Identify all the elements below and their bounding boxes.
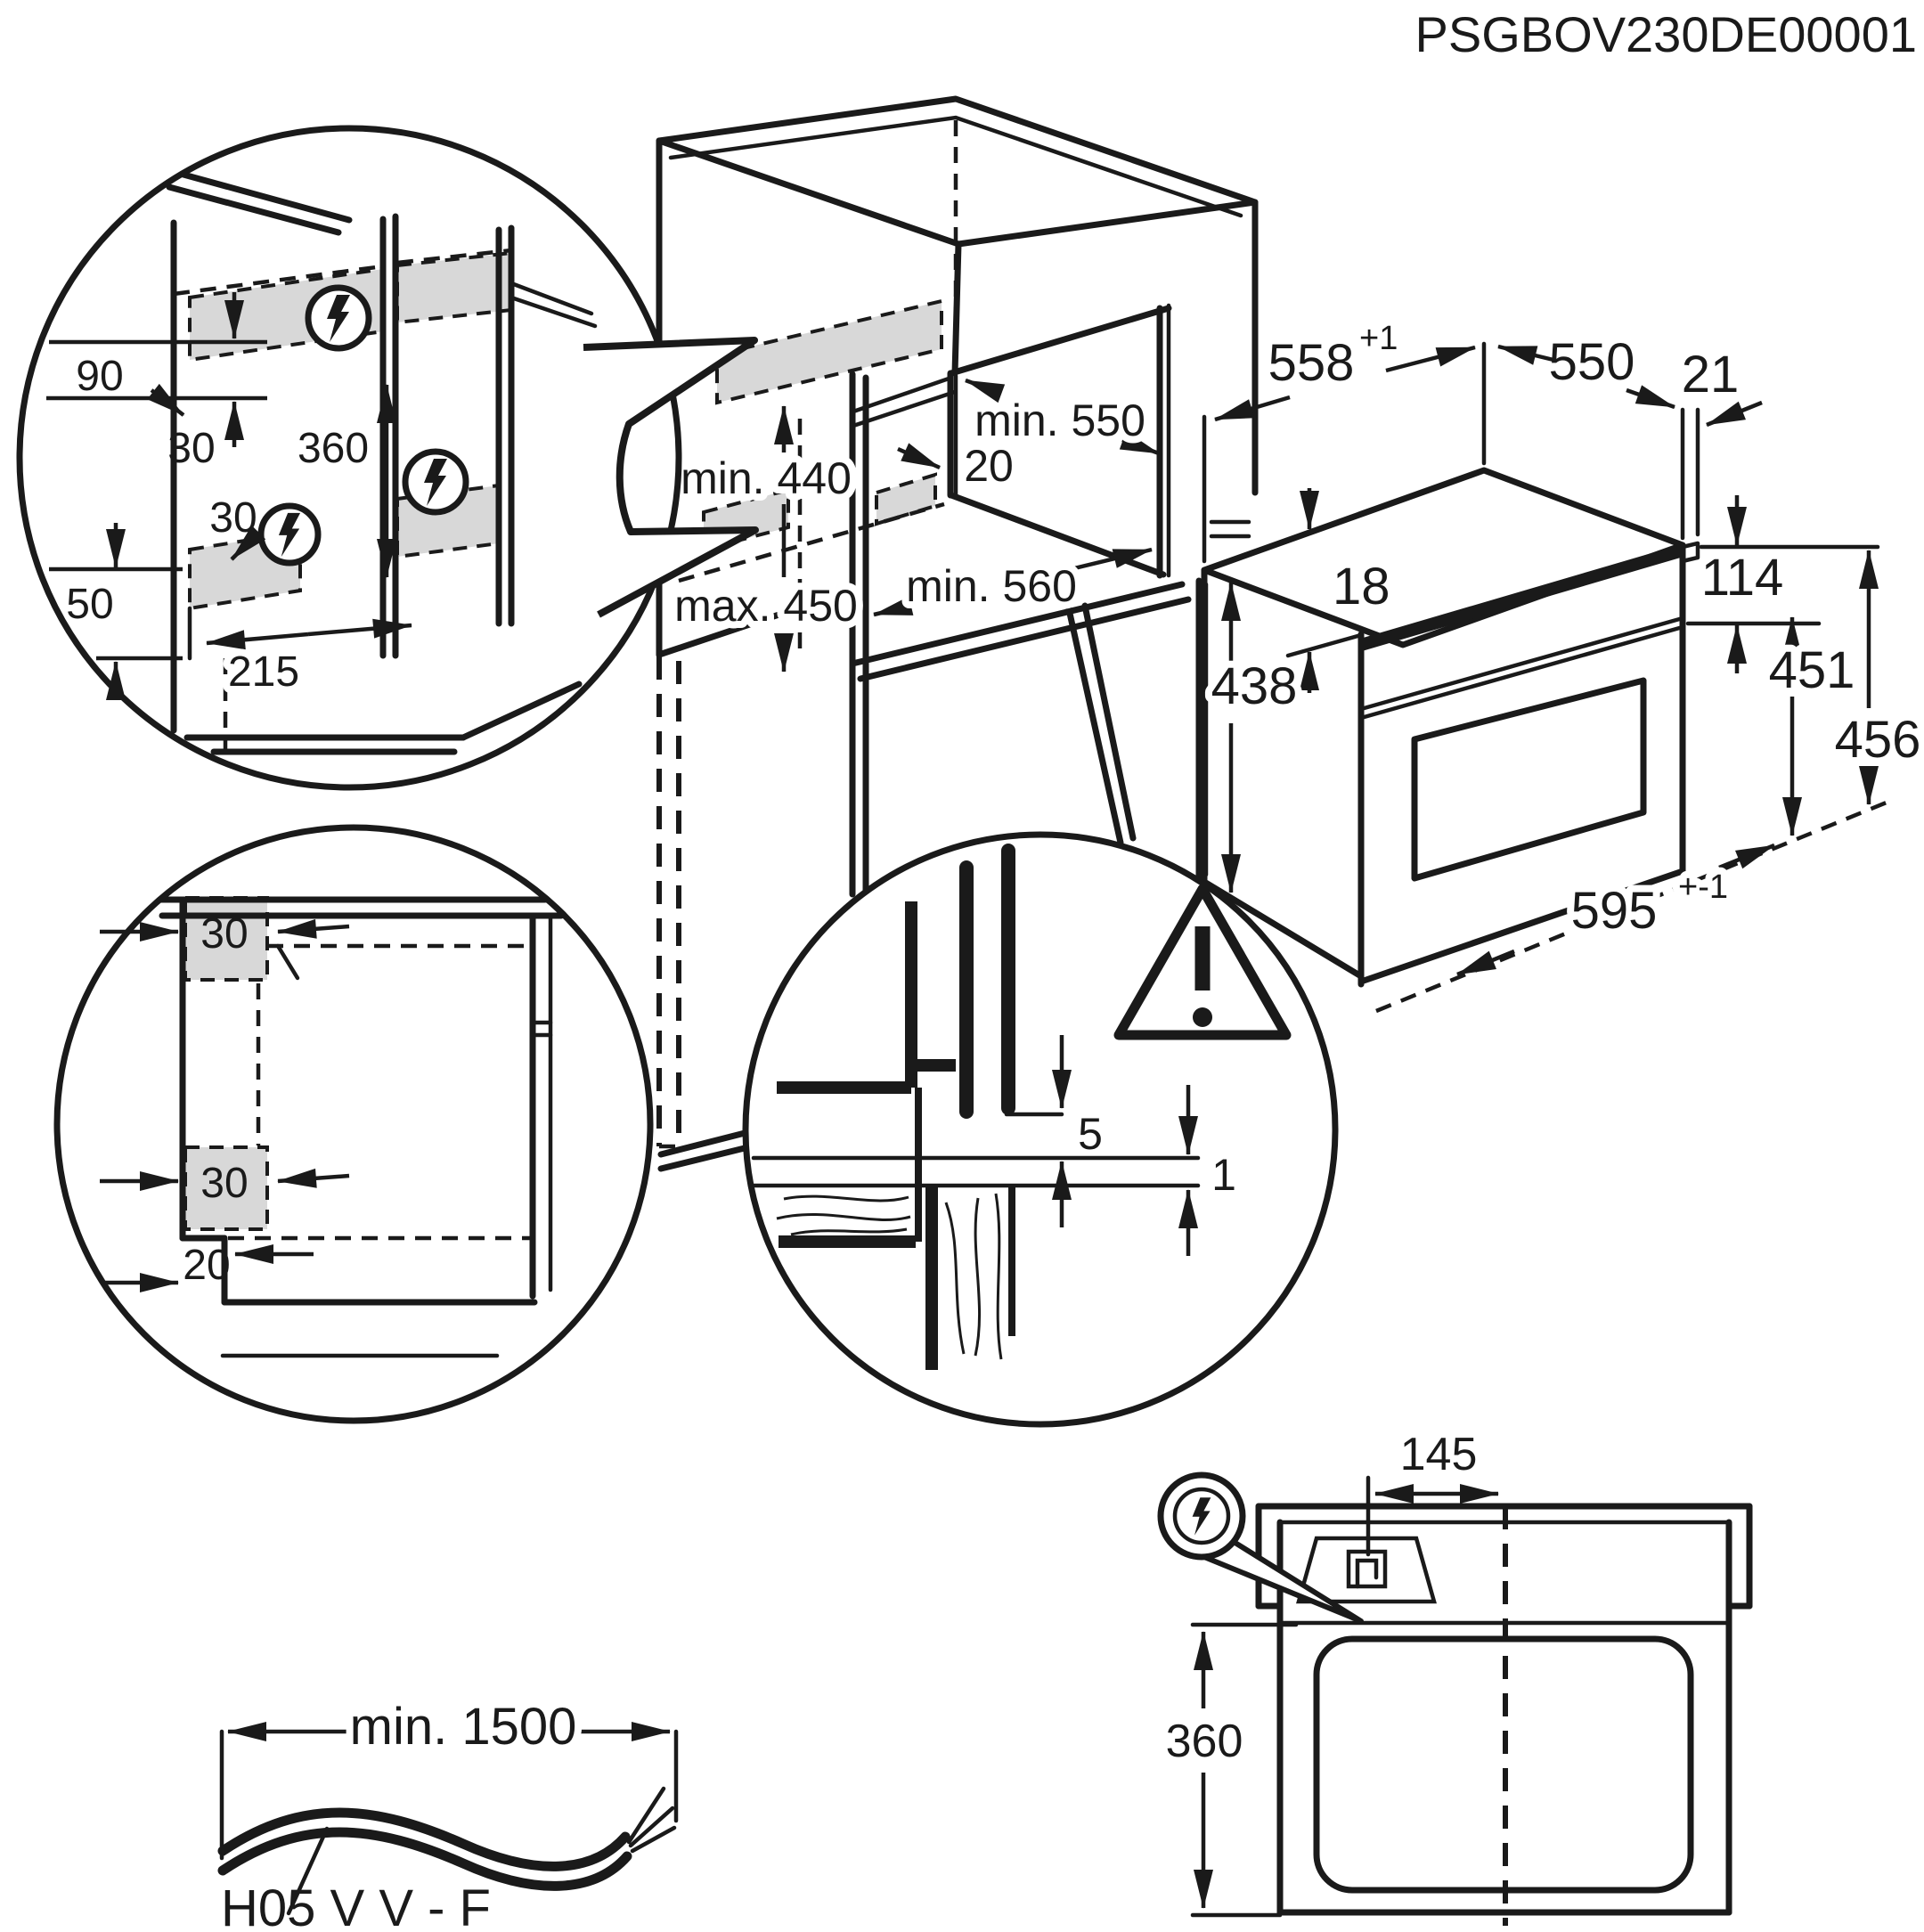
electrical-connection-icon [1157, 1471, 1364, 1624]
zone-depth-label: 215 [228, 648, 299, 696]
cutout-width-label: 558 [1268, 334, 1355, 392]
lower-gap-label: 1 [1211, 1150, 1236, 1200]
cable-wires [626, 1786, 677, 1854]
connection-box [1296, 1536, 1437, 1604]
callout-arrows [583, 337, 759, 618]
side-detail-geometry [166, 171, 598, 757]
front-height-label: 451 [1769, 641, 1855, 699]
front-overhang-label: 21 [1682, 346, 1740, 404]
side-inset-front-label: 30 [200, 910, 248, 958]
front-inset-top-label: 30 [167, 425, 215, 472]
gap-dimensions: 5 1 [1052, 1035, 1236, 1256]
electrical-connection-icon [402, 448, 469, 516]
plan-dimensions: 30 30 20 [100, 910, 350, 1292]
depth-label: 550 [1549, 333, 1635, 391]
oven-door-window [1411, 677, 1647, 882]
electrical-connection-icon [257, 502, 322, 567]
upper-gap-label: 5 [1078, 1109, 1103, 1159]
drawing-code: PSGBOV230DE00001 [1415, 6, 1917, 62]
cabinet-column-view: min. 440 max. 450 min. 550 20 min. 560 [656, 95, 1259, 1172]
undercounter-plan-detail: 30 30 20 [53, 824, 654, 1424]
panel-height-label: 114 [1701, 549, 1783, 607]
plan-geometry [157, 896, 565, 1358]
bottom-gap-label: 50 [66, 581, 113, 628]
connection-zone [875, 472, 937, 526]
top-gap-label: 90 [76, 353, 123, 400]
electrical-connection-icon [305, 284, 372, 352]
side-inset-rear-label: 30 [200, 1160, 248, 1207]
callout-arrow [583, 337, 759, 618]
side-detail-dimensions: 90 30 360 30 50 215 [46, 292, 412, 703]
warning-icon [1113, 884, 1292, 1040]
gap-geometry [751, 844, 1201, 1370]
connection-depth-label: 360 [1166, 1716, 1243, 1767]
base-depth-min-label: min. 560 [906, 561, 1077, 611]
zone-distance-label: 360 [298, 425, 369, 472]
top-view-dimensions: 145 360 [1159, 1429, 1499, 1918]
cable-type-label: H05 V V - F [221, 1879, 491, 1932]
niche-height-min-label: min. 440 [681, 453, 852, 503]
front-inset-bottom-label: 30 [209, 494, 257, 542]
callout-wedge [1065, 606, 1124, 846]
body-height-label: 438 [1211, 657, 1298, 715]
connection-offset-label: 145 [1400, 1429, 1478, 1480]
connection-zone [715, 298, 943, 405]
rear-step-label: 20 [183, 1242, 230, 1289]
front-gap-detail: 5 1 [742, 831, 1339, 1428]
niche-depth-min-label: min. 550 [974, 395, 1145, 445]
rear-gap-label: 20 [964, 441, 1014, 491]
side-clearance-detail: 90 30 360 30 50 215 [16, 125, 682, 791]
control-panel-band [1359, 544, 1684, 651]
oven-dimensions: 558 +1 550 21 18 114 438 451 456 5 [1202, 320, 1924, 1014]
top-clearance-label: 18 [1333, 558, 1390, 615]
cable-curve [217, 1827, 632, 1891]
total-height-label: 456 [1835, 711, 1921, 769]
connection-position-top-view: 145 360 [1157, 1429, 1753, 1926]
cabinet-dimensions: min. 440 max. 450 min. 550 20 min. 560 [667, 378, 1160, 673]
oven-geometry [1201, 467, 1700, 988]
oven-dimension-view: 558 +1 550 21 18 114 438 451 456 5 [1201, 320, 1924, 1014]
niche-height-max-label: max. 450 [674, 581, 858, 631]
callout-arrow-fill [583, 340, 755, 615]
cable-curve [217, 1807, 631, 1871]
power-cord-view: min. 1500 H05 V V - F [217, 1691, 679, 1932]
front-width-label: 595 [1571, 882, 1658, 940]
callout-wedge [1081, 602, 1137, 842]
top-view-geometry [1255, 1503, 1753, 1926]
cutout-width-tol-label: +1 [1359, 320, 1398, 357]
cord-length-label: min. 1500 [350, 1698, 577, 1756]
detail-circle [742, 831, 1339, 1428]
front-width-tol-label: +-1 [1678, 868, 1728, 906]
